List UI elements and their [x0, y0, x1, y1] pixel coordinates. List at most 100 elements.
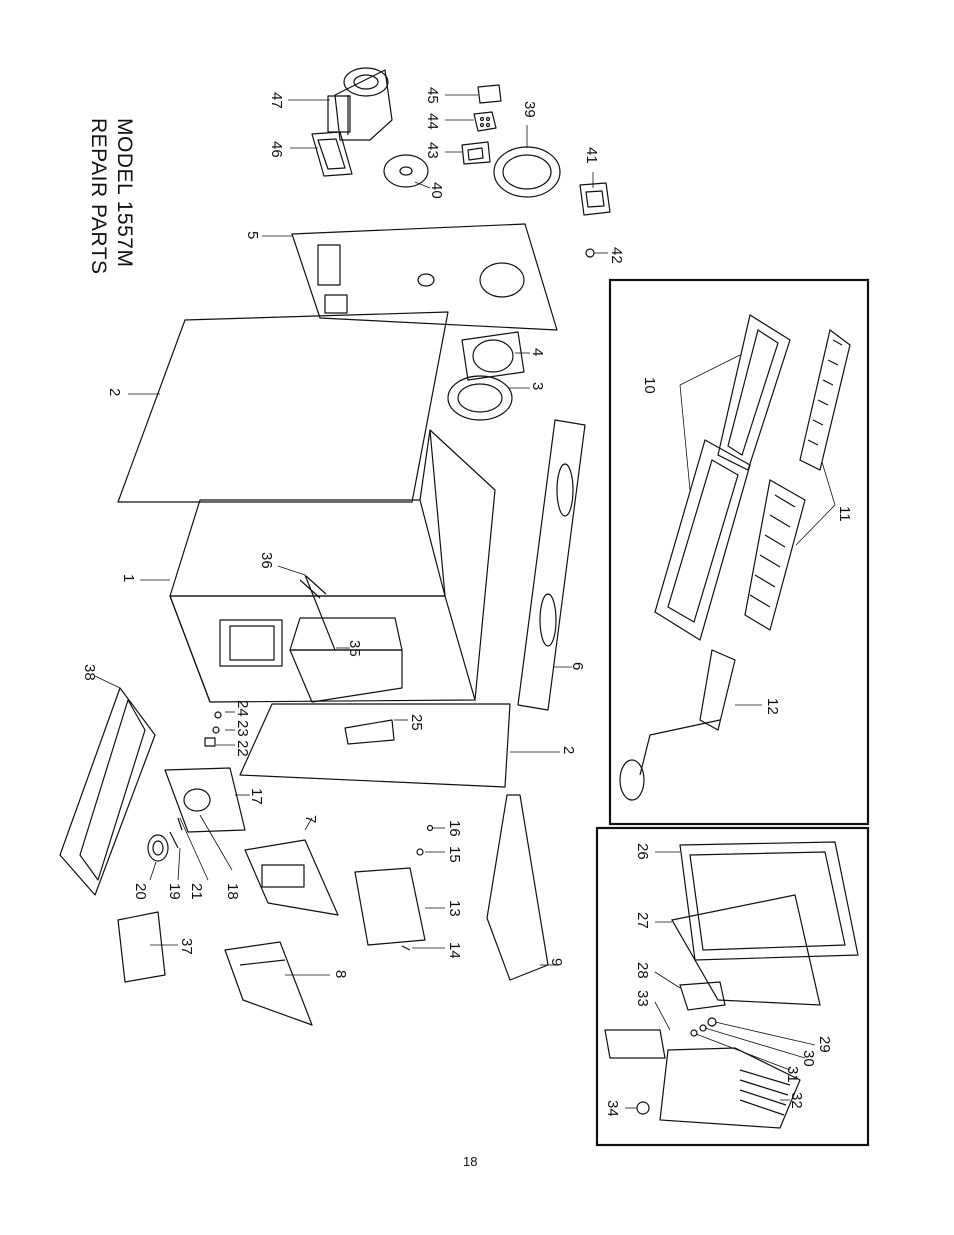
callout-36: 36 — [258, 552, 275, 569]
callout-26: 26 — [634, 843, 651, 860]
heat-exchanger-part-35 — [289, 617, 403, 703]
screw-part-14 — [401, 945, 411, 951]
callout-27: 27 — [634, 912, 651, 929]
knob-part-34 — [636, 1101, 650, 1115]
callout-25: 25 — [408, 714, 425, 731]
rod-part-21 — [177, 817, 183, 831]
bracket-part-41 — [579, 182, 611, 216]
callout-3: 3 — [529, 382, 546, 390]
disc-gasket-part-40 — [383, 154, 429, 188]
callout-1: 1 — [120, 574, 137, 582]
callout-5: 5 — [244, 231, 261, 239]
callout-18: 18 — [224, 883, 241, 900]
callout-46: 46 — [268, 141, 285, 158]
callout-15: 15 — [446, 846, 463, 863]
callout-29: 29 — [816, 1036, 833, 1053]
grate-bar-part-11-b — [744, 479, 806, 631]
clip-part-15 — [416, 848, 424, 856]
side-panel-part-6 — [517, 419, 586, 711]
callout-2-top: 2 — [106, 388, 123, 396]
spring-part-29 — [707, 1017, 717, 1027]
top-panel-part-2 — [117, 311, 449, 503]
callout-35: 35 — [346, 640, 363, 657]
inset1-leaders — [679, 354, 836, 706]
plate-part-13 — [354, 867, 426, 946]
door-part-7 — [244, 839, 339, 916]
handle-part-33 — [604, 1029, 666, 1059]
pin-part-19 — [169, 831, 179, 849]
callout-44: 44 — [424, 113, 441, 130]
callout-4: 4 — [529, 348, 546, 356]
callout-43: 43 — [424, 142, 441, 159]
nut-part-16 — [426, 824, 434, 832]
callout-42: 42 — [608, 247, 625, 264]
callout-numbers: 47 46 45 44 43 39 40 41 42 5 4 3 2 1 36 … — [81, 87, 853, 1117]
inset-door-assembly — [595, 826, 870, 1147]
door-frame-part-26 — [679, 841, 859, 961]
grate-bar-part-11-a — [799, 328, 851, 471]
nut-part-23 — [212, 726, 220, 734]
callout-13: 13 — [446, 900, 463, 917]
plate-part-28 — [679, 981, 726, 1011]
callout-14: 14 — [446, 942, 463, 959]
callout-21: 21 — [188, 883, 205, 900]
fitting-part-42 — [585, 248, 595, 258]
callout-45: 45 — [424, 87, 441, 104]
callout-8: 8 — [332, 970, 349, 978]
callout-31: 31 — [784, 1066, 801, 1083]
collar-part-4 — [461, 331, 525, 381]
cabinet-part-1 — [169, 429, 496, 703]
clip-part-22 — [204, 737, 216, 747]
cover-part-32 — [659, 1047, 801, 1129]
block-part-37 — [117, 911, 166, 983]
inset2-leaders — [625, 851, 816, 1109]
ash-pan-part-38 — [59, 687, 156, 896]
callout-33: 33 — [634, 990, 651, 1007]
callout-23: 23 — [234, 720, 251, 737]
callout-9: 9 — [548, 958, 565, 966]
blower-part-47 — [327, 67, 393, 141]
callout-12: 12 — [764, 698, 781, 715]
callout-47: 47 — [268, 92, 285, 109]
shaker-handle-part-12 — [619, 649, 736, 801]
callout-39: 39 — [521, 101, 538, 118]
box-part-44 — [473, 111, 497, 132]
baffle-part-8 — [224, 941, 313, 1026]
inset-grates-handle — [608, 278, 870, 826]
callout-24: 24 — [234, 700, 251, 717]
back-panel-part-5 — [291, 223, 558, 331]
bracket-part-43 — [461, 141, 491, 165]
ring-gasket-part-39 — [493, 146, 561, 198]
callout-41: 41 — [583, 147, 600, 164]
callout-20: 20 — [132, 883, 149, 900]
callout-16: 16 — [446, 820, 463, 837]
ring-gasket-part-3 — [447, 375, 513, 421]
callout-32: 32 — [788, 1092, 805, 1109]
callout-11: 11 — [836, 506, 853, 522]
washer-part-24 — [214, 711, 222, 719]
callout-22: 22 — [234, 740, 251, 757]
callout-17: 17 — [248, 788, 265, 805]
callout-30: 30 — [800, 1050, 817, 1067]
gasket-part-46 — [311, 131, 353, 177]
callout-38: 38 — [81, 664, 98, 681]
callout-37: 37 — [178, 938, 195, 955]
panel-part-9 — [486, 794, 549, 981]
callout-7: 7 — [302, 815, 319, 823]
callout-40: 40 — [428, 182, 445, 199]
plate-part-45 — [477, 84, 502, 104]
screw-part-31 — [690, 1029, 698, 1037]
bracket-part-25 — [344, 719, 395, 745]
bottom-panel-part-2 — [239, 703, 511, 788]
callout-10: 10 — [641, 377, 658, 394]
callout-34: 34 — [604, 1100, 621, 1117]
page-number: 18 — [463, 1154, 478, 1169]
callout-28: 28 — [634, 962, 651, 979]
grate-frame-part-10-b — [654, 439, 751, 641]
rod-part-36 — [299, 574, 336, 651]
callout-6: 6 — [569, 662, 586, 670]
door-plate-part-27 — [671, 894, 821, 1006]
leader-lines — [94, 94, 608, 976]
